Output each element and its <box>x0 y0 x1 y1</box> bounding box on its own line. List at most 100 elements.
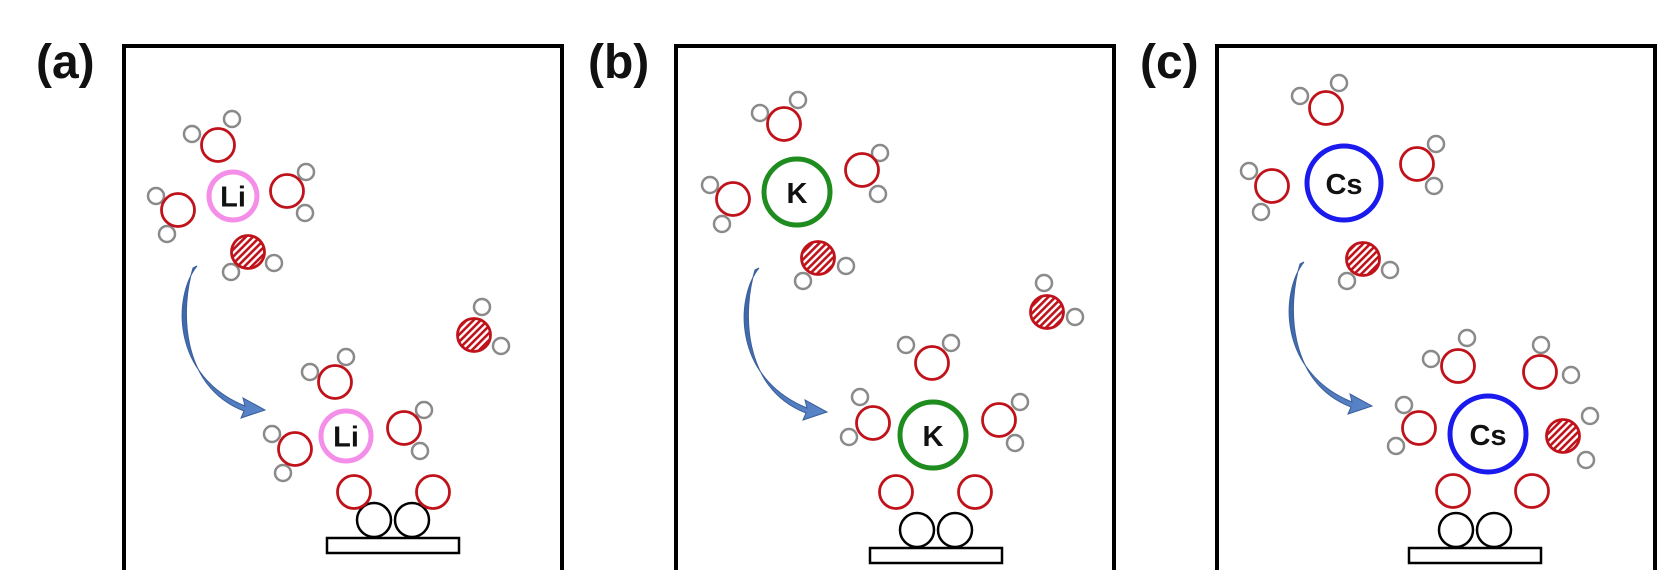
hydrogen-atom <box>750 103 770 123</box>
hydrogen-atom <box>1005 433 1025 453</box>
panel-label-c: (c) <box>1140 36 1199 89</box>
hydrogen-atom <box>788 90 808 110</box>
oxygen-atom <box>317 364 353 400</box>
water-molecule <box>839 387 891 447</box>
panel-frame-c <box>1215 44 1657 570</box>
hydrogen-atom <box>1576 450 1596 470</box>
hydrogen-atom <box>941 333 961 353</box>
hydrogen-atom <box>472 297 492 317</box>
electrode-bar <box>868 546 1004 565</box>
oxygen-atom <box>415 474 451 510</box>
hydrogen-atom <box>1010 392 1030 412</box>
water-molecule <box>336 474 372 510</box>
water-molecule <box>957 474 993 510</box>
oxygen-atom <box>878 474 914 510</box>
hydrogen-atom <box>336 347 356 367</box>
water-molecule <box>1290 73 1349 126</box>
oxygen-atom <box>1308 90 1344 126</box>
ion-label: Li <box>333 421 359 453</box>
hydrogen-atom <box>1426 134 1446 154</box>
hydrogen-atom <box>1457 328 1477 348</box>
hydrogen-atom <box>870 143 890 163</box>
water-molecule <box>415 474 451 510</box>
hydrogen-atom <box>414 400 434 420</box>
surface-atom <box>393 501 431 539</box>
oxygen-atom <box>1545 418 1581 454</box>
water-molecule <box>1386 395 1437 456</box>
ion-circle <box>761 156 833 228</box>
ion-label: K <box>923 421 944 453</box>
hydrogen-atom <box>793 271 813 291</box>
electrode-surface <box>1407 511 1543 565</box>
water-molecule <box>878 474 914 510</box>
water-molecule <box>896 333 961 381</box>
water-molecule <box>700 175 751 234</box>
water-molecule <box>269 162 316 223</box>
hatched-water-molecule <box>221 234 284 282</box>
water-molecule <box>1421 328 1477 384</box>
oxygen-atom <box>200 127 236 163</box>
hydrogen-atom <box>1337 271 1357 291</box>
surface-atom <box>1437 511 1475 549</box>
hydrogen-atom <box>221 262 241 282</box>
hydrogen-atom <box>182 124 202 144</box>
panel-frame-b <box>674 44 1116 570</box>
ion: Li <box>318 408 374 464</box>
oxygen-atom <box>800 240 836 276</box>
water-molecule <box>844 143 890 204</box>
oxygen-atom <box>1029 294 1065 330</box>
hydrogen-atom <box>222 109 242 129</box>
electrode-surface <box>325 501 461 555</box>
water-molecule <box>146 186 196 244</box>
hydrogen-atom <box>273 463 293 483</box>
hydrogen-atom <box>1065 307 1085 327</box>
water-molecule <box>1514 473 1550 509</box>
oxygen-atom <box>1522 354 1558 390</box>
hydrogen-atom <box>836 256 856 276</box>
ion-label: K <box>787 178 808 210</box>
hydrogen-atom <box>868 184 888 204</box>
oxygen-atom <box>269 173 305 209</box>
oxygen-atom <box>844 152 880 188</box>
ion: K <box>897 399 969 471</box>
hydrogen-atom <box>146 186 166 206</box>
curved-arrow <box>181 265 267 419</box>
hydrogen-atom <box>157 224 177 244</box>
hydrogen-atom <box>300 362 320 382</box>
hydrogen-atom <box>1380 260 1400 280</box>
oxygen-atom <box>230 234 266 270</box>
hydrogen-atom <box>700 175 720 195</box>
water-molecule <box>386 400 434 461</box>
hydrogen-atom <box>1424 176 1444 196</box>
water-molecule <box>262 424 313 483</box>
oxygen-atom <box>1399 146 1435 182</box>
hydrogen-atom <box>296 162 316 182</box>
ion-circle <box>1447 393 1529 475</box>
ion-circle <box>1304 143 1384 223</box>
surface-atom <box>1475 511 1513 549</box>
hydrogen-atom <box>1386 436 1406 456</box>
oxygen-atom <box>1401 410 1437 446</box>
oxygen-atom <box>1254 168 1290 204</box>
ion: Li <box>206 169 260 223</box>
electrode-bar <box>325 536 461 555</box>
oxygen-atom <box>957 474 993 510</box>
hydrogen-atom <box>410 441 430 461</box>
water-molecule <box>182 109 242 163</box>
ion-label: Cs <box>1469 420 1506 452</box>
electrode-surface <box>868 511 1004 565</box>
ion: K <box>761 156 833 228</box>
hatched-water-molecule <box>1545 406 1600 470</box>
oxygen-atom <box>1345 241 1381 277</box>
ion-circle <box>897 399 969 471</box>
hydrogen-atom <box>262 424 282 444</box>
surface-atom <box>355 501 393 539</box>
hydrogen-atom <box>1329 73 1349 93</box>
hatched-water-molecule <box>793 240 856 291</box>
hatched-water-molecule <box>1029 273 1085 330</box>
panel-label-a: (a) <box>36 36 95 89</box>
hydrogen-atom <box>896 335 916 355</box>
oxygen-atom <box>855 405 891 441</box>
water-molecule <box>1522 335 1581 390</box>
